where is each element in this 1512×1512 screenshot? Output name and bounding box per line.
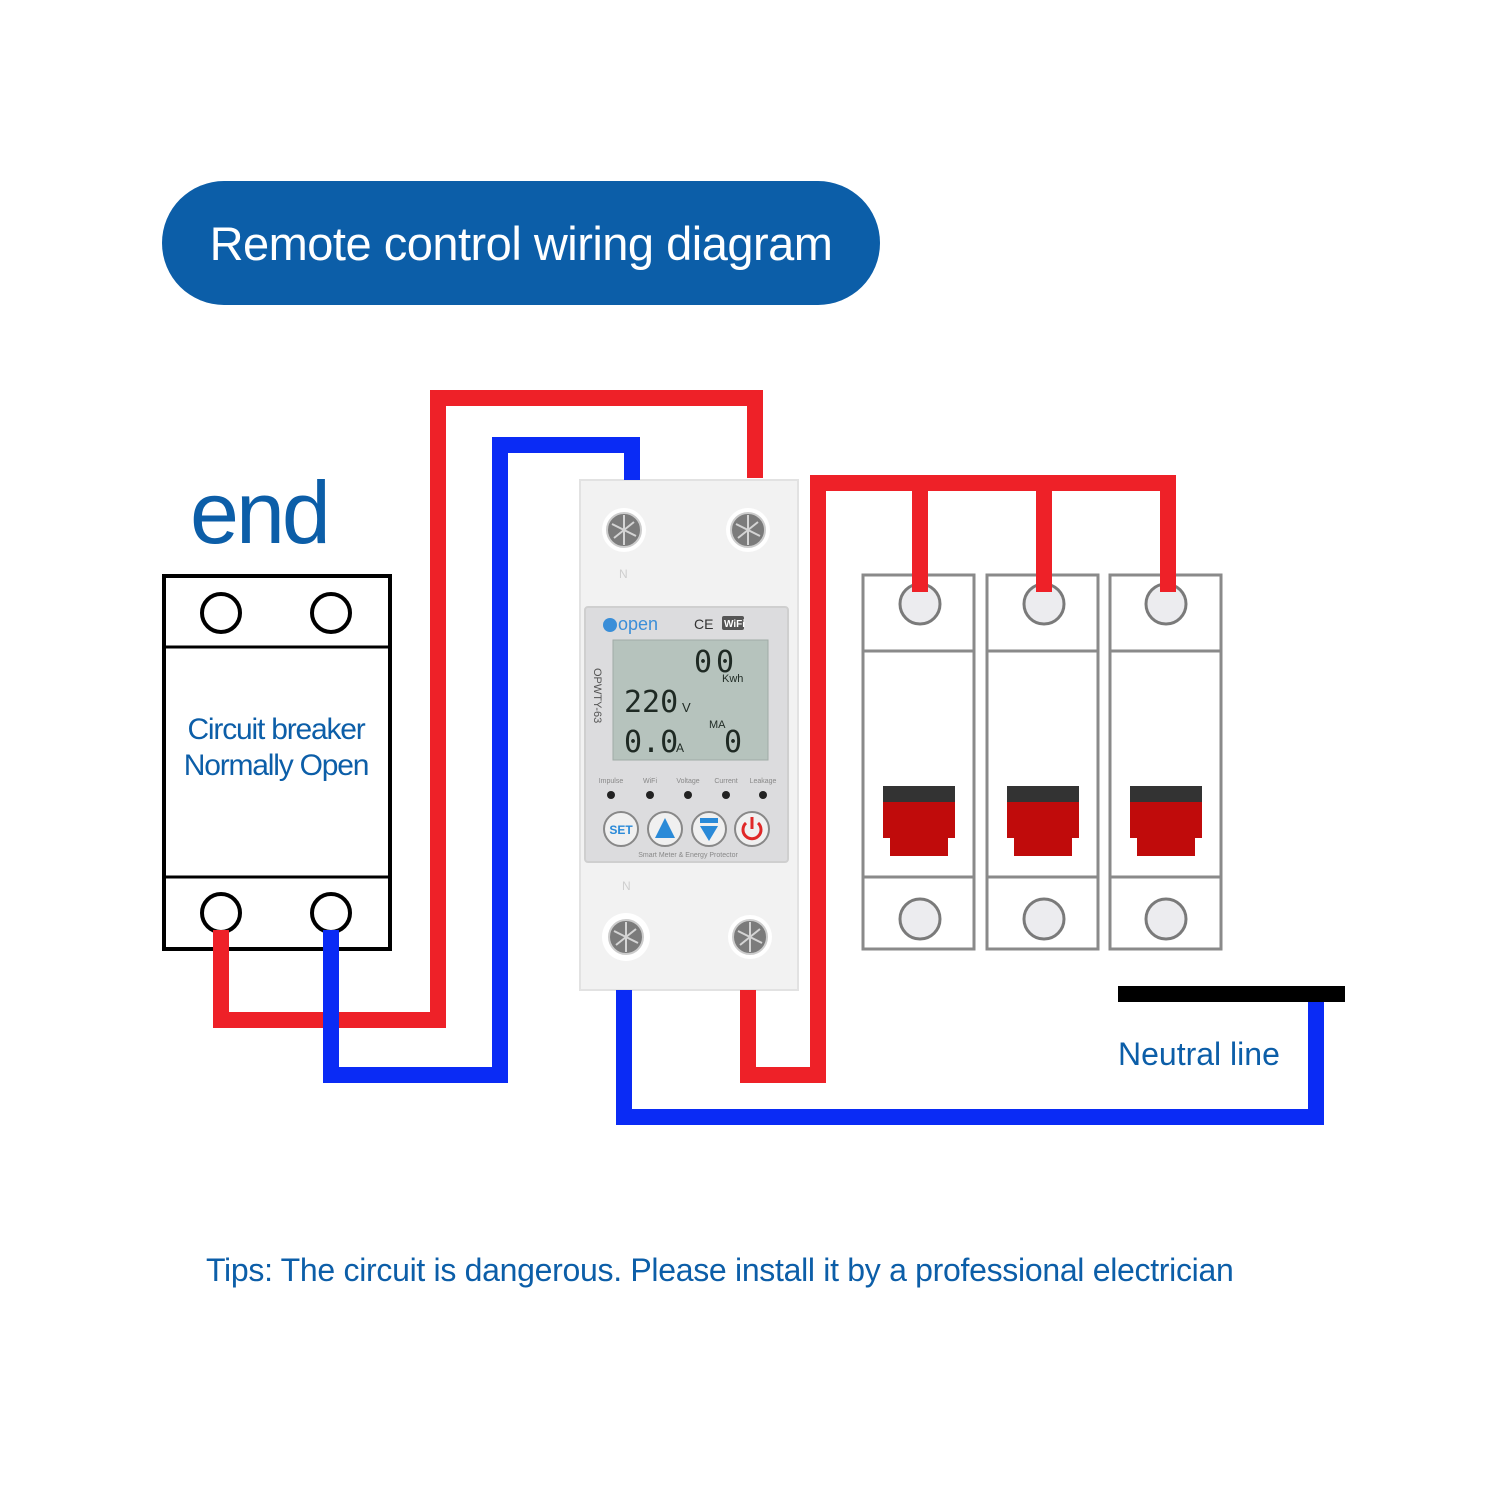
- toggle-switch-icon: [883, 786, 955, 856]
- set-button-label: SET: [609, 823, 633, 837]
- terminal-label-bottom: N: [622, 879, 631, 893]
- toggle-switch-icon: [1130, 786, 1202, 856]
- lcd-energy-unit: Kwh: [722, 673, 743, 685]
- breaker-label-line2: Normally Open: [183, 749, 370, 782]
- indicator-led-icon: [722, 791, 730, 799]
- lcd-voltage-value: 220: [624, 685, 678, 720]
- model-label: OPWTY-63: [591, 668, 603, 723]
- circuit-breaker: [162, 574, 392, 951]
- safety-tip: Tips: The circuit is dangerous. Please i…: [206, 1252, 1234, 1288]
- breaker-label-line1: Circuit breaker: [187, 713, 365, 746]
- end-label: end: [190, 463, 331, 562]
- terminal-icon: [1144, 897, 1188, 941]
- lcd-energy-value: 00: [694, 645, 738, 680]
- terminal-icon: [200, 592, 242, 634]
- brand-name: open: [618, 614, 658, 634]
- indicator-led-icon: [759, 791, 767, 799]
- indicator-led-icon: [684, 791, 692, 799]
- terminal-icon: [310, 592, 352, 634]
- lcd-voltage-unit: V: [682, 700, 691, 715]
- lcd-screen: [612, 639, 769, 761]
- live-wire-meter-to-mcbs: [740, 475, 1176, 1083]
- mcb-1: [861, 573, 976, 951]
- brand-logo-icon: [603, 618, 617, 632]
- breaker-body: [162, 574, 392, 951]
- indicator-led-icon: [646, 791, 654, 799]
- ce-mark: CE: [694, 616, 713, 632]
- terminal-icon: [898, 897, 942, 941]
- circuit-breaker-label: Circuit breaker Normally Open: [166, 712, 386, 784]
- neutral-bar: [1118, 986, 1345, 1002]
- smart-meter-device: N open CE WiFi OPWTY-63 00 Kwh 220 V 0.0…: [579, 479, 799, 991]
- power-icon: [741, 821, 763, 841]
- lcd-leakage-value: 0: [724, 725, 742, 760]
- lcd-current-value: 0.0: [624, 725, 678, 760]
- lcd-leakage-unit: MA: [709, 719, 726, 731]
- neutral-wire-breaker-to-meter: [323, 437, 640, 1083]
- toggle-switch-icon: [1007, 786, 1079, 856]
- title-banner: Remote control wiring diagram: [162, 181, 880, 305]
- power-button[interactable]: [734, 811, 770, 847]
- indicator-led-icon: [607, 791, 615, 799]
- terminal-icon: [1022, 897, 1066, 941]
- indicator-label: Current: [714, 778, 737, 785]
- live-wire-breaker-to-meter: [213, 390, 763, 1028]
- terminal-label-top: N: [619, 567, 628, 581]
- indicator-label: WiFi: [643, 778, 657, 785]
- mcb-3: [1108, 573, 1223, 951]
- triangle-down-icon: [700, 826, 718, 841]
- wifi-badge: WiFi: [724, 619, 745, 630]
- neutral-wire-meter-to-bar: [616, 990, 1324, 1125]
- set-button[interactable]: SET: [603, 811, 639, 847]
- indicator-label: Voltage: [676, 778, 699, 785]
- neutral-line-label: Neutral line: [1118, 1036, 1280, 1072]
- mcb-group: [861, 573, 1223, 951]
- lcd-current-unit: A: [676, 741, 684, 755]
- indicator-label: Impulse: [599, 778, 624, 785]
- indicator-label: Leakage: [750, 778, 777, 785]
- title-text: Remote control wiring diagram: [209, 216, 833, 270]
- terminal-icon: [200, 892, 242, 934]
- terminal-icon: [310, 892, 352, 934]
- device-caption: Smart Meter & Energy Protector: [638, 852, 738, 859]
- up-button[interactable]: [647, 811, 683, 847]
- mcb-2: [985, 573, 1100, 951]
- triangle-up-icon: [655, 818, 675, 838]
- indicator-row: Impulse WiFi Voltage Current Leakage: [599, 778, 777, 799]
- down-button[interactable]: [691, 811, 727, 847]
